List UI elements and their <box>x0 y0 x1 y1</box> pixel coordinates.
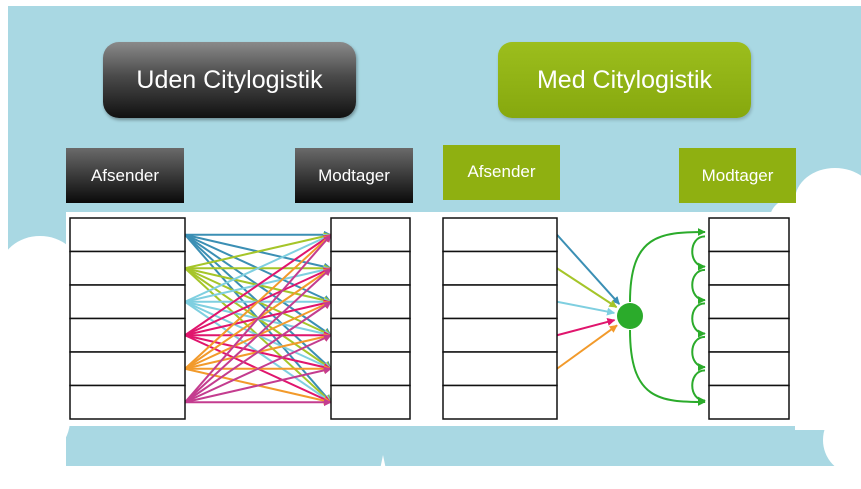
right-receiver-stack-box <box>708 250 790 286</box>
relay-arrow <box>691 268 706 305</box>
stack-boxes <box>69 217 790 420</box>
left-receiver-stack-box <box>330 250 411 286</box>
flow-arrow <box>184 232 332 270</box>
hub-outbound-arrow <box>629 228 706 303</box>
right-receiver-tag: Modtager <box>679 148 796 203</box>
right-arrows <box>556 228 706 406</box>
right-receiver-stack-box <box>708 384 790 420</box>
without-citylogistics-label: Uden Citylogistik <box>136 65 323 94</box>
hub-inbound-arrow <box>556 300 616 316</box>
right-receiver-stack-box <box>708 317 790 353</box>
right-receiver-stack-box <box>708 284 790 320</box>
left-sender-tag: Afsender <box>66 148 184 203</box>
hub-inbound-arrow <box>556 267 618 309</box>
right-sender-stack-box <box>442 284 558 320</box>
flow-arrow <box>184 334 332 404</box>
right-sender-stack-box <box>442 351 558 387</box>
right-sender-stack-box <box>442 317 558 353</box>
right-receiver-stack-box <box>708 351 790 387</box>
left-arrows <box>184 230 332 407</box>
spire <box>376 455 390 489</box>
hub-node <box>617 303 643 329</box>
with-citylogistics-label: Med Citylogistik <box>536 65 713 94</box>
with-citylogistics-button[interactable]: Med Citylogistik <box>498 42 751 118</box>
cloud-left <box>0 236 80 480</box>
flow-arrow <box>184 233 332 303</box>
right-sender-label: Afsender <box>467 162 536 181</box>
relay-arrow <box>691 335 706 372</box>
flow-arrow <box>184 366 332 404</box>
flow-arrow <box>184 267 332 403</box>
left-sender-stack-box <box>69 250 186 286</box>
right-receiver-label: Modtager <box>701 165 774 185</box>
left-receiver-stack-box <box>330 317 411 353</box>
relay-arrow <box>691 235 706 271</box>
hub-inbound-arrow <box>556 234 621 305</box>
hub-inbound-arrow <box>556 318 616 337</box>
without-citylogistics-button[interactable]: Uden Citylogistik <box>103 42 356 118</box>
left-sender-stack-box <box>69 384 186 420</box>
flow-arrow <box>184 233 332 337</box>
left-receiver-stack-box <box>330 351 411 387</box>
hub-inbound-arrow <box>556 324 618 370</box>
left-sender-stack-box <box>69 351 186 387</box>
right-receiver-stack-box <box>708 217 790 253</box>
cloud-right <box>770 168 861 474</box>
right-sender-stack-box <box>442 250 558 286</box>
flow-arrow <box>184 234 332 403</box>
left-receiver-stack-box <box>330 384 411 420</box>
hub-outbound-arrow <box>629 329 706 406</box>
left-receiver-stack-box <box>330 217 411 253</box>
left-receiver-label: Modtager <box>318 165 390 185</box>
left-sender-label: Afsender <box>90 165 160 185</box>
flow-arrow <box>184 234 332 370</box>
relay-arrow <box>691 302 706 338</box>
right-sender-tag: Afsender <box>443 145 560 200</box>
left-receiver-tag: Modtager <box>295 148 413 203</box>
diagram-panel <box>66 212 795 426</box>
right-sender-stack-box <box>442 384 558 420</box>
left-sender-stack-box <box>69 217 186 253</box>
relay-arrow <box>691 369 706 405</box>
left-receiver-stack-box <box>330 284 411 320</box>
left-sender-stack-box <box>69 317 186 353</box>
flow-arrow <box>184 300 332 404</box>
left-sender-stack-box <box>69 284 186 320</box>
right-sender-stack-box <box>442 217 558 253</box>
